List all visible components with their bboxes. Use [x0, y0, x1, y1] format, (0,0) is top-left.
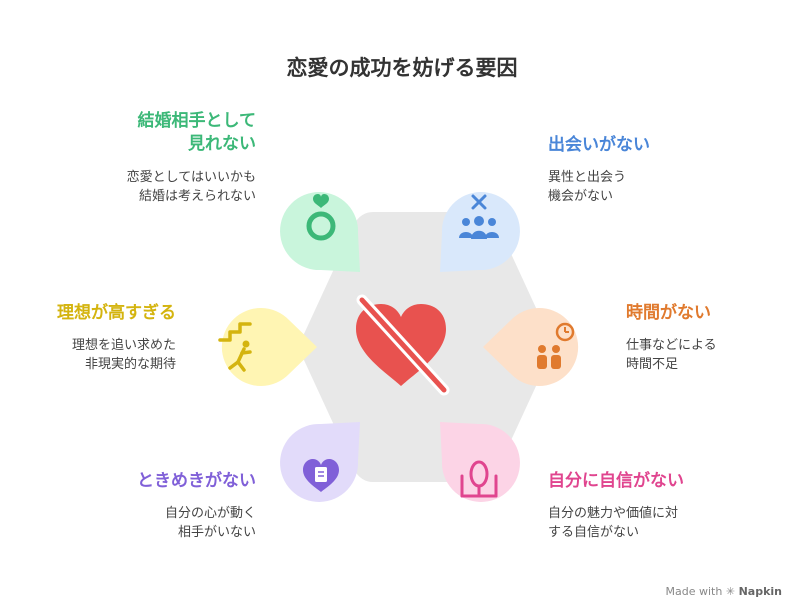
desc-confidence-line2: する自信がない: [548, 525, 640, 540]
clock-people-icon: [537, 322, 575, 369]
watermark: Made with ✳ Napkin: [666, 585, 782, 598]
label-encounters: 出会いがない: [548, 134, 650, 157]
desc-time-line1: 仕事などによる: [626, 338, 717, 353]
label-marriage-line2: 見れない: [188, 134, 256, 154]
desc-marriage-line2: 結婚は考えられない: [138, 189, 256, 204]
label-excitement-line1: ときめきがない: [137, 471, 256, 491]
napkin-logo-icon: ✳: [725, 585, 736, 598]
drop-marriage: [280, 192, 360, 272]
label-time-line1: 時間がない: [626, 303, 711, 323]
heart-document-icon: [303, 459, 339, 492]
desc-ideals: 理想を追い求めた 非現実的な期待: [72, 336, 176, 374]
desc-time: 仕事などによる 時間不足: [626, 336, 717, 374]
label-encounters-line1: 出会いがない: [548, 135, 650, 155]
label-excitement: ときめきがない: [137, 470, 256, 493]
desc-confidence-line1: 自分の魅力や価値に対: [548, 506, 679, 521]
label-time: 時間がない: [626, 302, 711, 325]
desc-excitement-line2: 相手がいない: [177, 525, 256, 540]
desc-ideals-line1: 理想を追い求めた: [71, 338, 176, 353]
desc-marriage: 恋愛としてはいいかも 結婚は考えられない: [127, 168, 256, 206]
label-confidence: 自分に自信がない: [548, 470, 684, 493]
watermark-brand: Napkin: [738, 585, 782, 598]
desc-excitement-line1: 自分の心が動く: [164, 506, 256, 521]
climbing-stairs-icon: [218, 322, 252, 372]
desc-excitement: 自分の心が動く 相手がいない: [165, 504, 256, 542]
drop-encounters: [440, 192, 520, 272]
broken-heart-icon: [356, 294, 450, 396]
drop-time: [483, 308, 579, 387]
desc-ideals-line2: 非現実的な期待: [84, 357, 176, 372]
group-cross-icon: [459, 194, 499, 239]
label-ideals-line1: 理想が高すぎる: [57, 303, 176, 323]
mirror-icon: [460, 460, 498, 498]
ring-icon: [306, 194, 336, 241]
label-marriage-line1: 結婚相手として: [137, 111, 257, 131]
page-title: 恋愛の成功を妨げる要因: [286, 56, 518, 80]
label-confidence-line1: 自分に自信がない: [548, 471, 684, 491]
desc-encounters: 異性と出会う 機会がない: [548, 168, 626, 206]
label-ideals: 理想が高すぎる: [57, 302, 176, 325]
label-marriage: 結婚相手として 見れない: [138, 110, 257, 156]
desc-marriage-line1: 恋愛としてはいいかも: [126, 170, 256, 185]
watermark-made-with: Made with: [665, 585, 723, 598]
drop-excitement: [280, 422, 360, 502]
drop-confidence: [440, 422, 520, 502]
desc-time-line2: 時間不足: [626, 357, 679, 372]
desc-confidence: 自分の魅力や価値に対 する自信がない: [548, 504, 678, 542]
drop-ideals: [218, 308, 317, 386]
desc-encounters-line1: 異性と出会う: [548, 170, 627, 185]
desc-encounters-line2: 機会がない: [548, 189, 614, 204]
